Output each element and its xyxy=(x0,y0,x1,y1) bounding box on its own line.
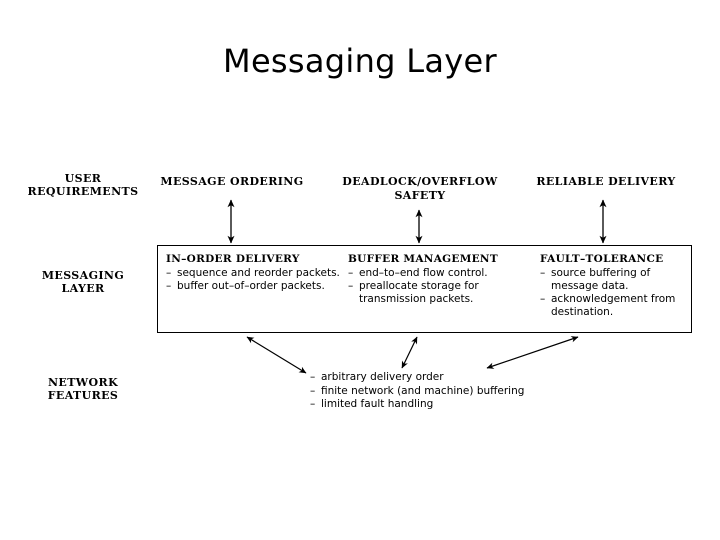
box-column-bullets: –source buffering of message data. –ackn… xyxy=(540,267,690,319)
row-label-line: USER xyxy=(64,172,102,185)
column-header-reliable-delivery: RELIABLE DELIVERY xyxy=(536,175,676,188)
row-label-line: LAYER xyxy=(61,282,105,295)
bullet-dash-icon: – xyxy=(310,398,316,410)
row-label-line: REQUIREMENTS xyxy=(27,185,139,198)
bullet-dash-icon: – xyxy=(310,371,316,383)
row-label-network-features: NETWORK FEATURES xyxy=(8,376,158,402)
list-item: –preallocate storage for transmission pa… xyxy=(348,280,533,306)
list-item-text: buffer out–of–order packets. xyxy=(177,280,325,292)
bullet-dash-icon: – xyxy=(540,293,546,305)
box-column-title: IN–ORDER DELIVERY xyxy=(166,253,300,265)
column-header-line: SAFETY xyxy=(394,189,446,202)
box-column-in-order-delivery: IN–ORDER DELIVERY –sequence and reorder … xyxy=(166,252,341,293)
column-header-line: DEADLOCK/OVERFLOW xyxy=(342,175,498,188)
list-item: –acknowledgement from destination. xyxy=(540,293,690,319)
list-item: –buffer out–of–order packets. xyxy=(166,280,341,293)
box-column-bullets: –end–to–end flow control. –preallocate s… xyxy=(348,267,533,306)
box-column-title: FAULT–TOLERANCE xyxy=(540,253,664,265)
box-column-title: BUFFER MANAGEMENT xyxy=(348,253,498,265)
arrow-network-right xyxy=(486,336,579,369)
list-item-text: limited fault handling xyxy=(321,398,434,410)
box-column-buffer-management: BUFFER MANAGEMENT –end–to–end flow contr… xyxy=(348,252,533,306)
page-title: Messaging Layer xyxy=(223,42,497,80)
bullet-dash-icon: – xyxy=(166,280,172,292)
row-label-line: FEATURES xyxy=(47,389,119,402)
list-item: –source buffering of message data. xyxy=(540,267,690,293)
list-item: –sequence and reorder packets. xyxy=(166,267,341,280)
list-item: –finite network (and machine) buffering xyxy=(310,385,524,399)
list-item-text: source buffering of message data. xyxy=(551,267,651,292)
list-item-text: arbitrary delivery order xyxy=(321,371,444,383)
bullet-dash-icon: – xyxy=(166,267,172,279)
row-label-line: NETWORK xyxy=(47,376,119,389)
row-label-line: MESSAGING xyxy=(41,269,125,282)
arrow-network-left xyxy=(246,336,307,374)
list-item: –arbitrary delivery order xyxy=(310,371,524,385)
row-label-user-requirements: USER REQUIREMENTS xyxy=(8,172,158,198)
list-item-text: preallocate storage for transmission pac… xyxy=(359,280,479,305)
bullet-dash-icon: – xyxy=(348,280,354,292)
box-column-bullets: –sequence and reorder packets. –buffer o… xyxy=(166,267,341,293)
column-header-deadlock-overflow-safety: DEADLOCK/OVERFLOW SAFETY xyxy=(336,175,504,203)
bullet-dash-icon: – xyxy=(310,384,316,397)
row-label-messaging-layer: MESSAGING LAYER xyxy=(8,269,158,295)
list-item: –end–to–end flow control. xyxy=(348,267,533,280)
list-item: –limited fault handling xyxy=(310,398,524,412)
box-column-fault-tolerance: FAULT–TOLERANCE –source buffering of mes… xyxy=(540,252,690,319)
list-item-text: end–to–end flow control. xyxy=(359,267,488,279)
network-features-list: –arbitrary delivery order –finite networ… xyxy=(310,371,524,412)
list-item-text: sequence and reorder packets. xyxy=(177,267,340,279)
list-item-text: finite network (and machine) buffering xyxy=(321,384,525,397)
bullet-dash-icon: – xyxy=(348,267,354,279)
column-header-message-ordering: MESSAGE ORDERING xyxy=(160,175,304,188)
bullet-dash-icon: – xyxy=(540,267,546,279)
list-item-text: acknowledgement from destination. xyxy=(551,293,676,318)
messaging-layer-box: IN–ORDER DELIVERY –sequence and reorder … xyxy=(157,245,692,333)
arrow-network-middle xyxy=(401,336,418,369)
